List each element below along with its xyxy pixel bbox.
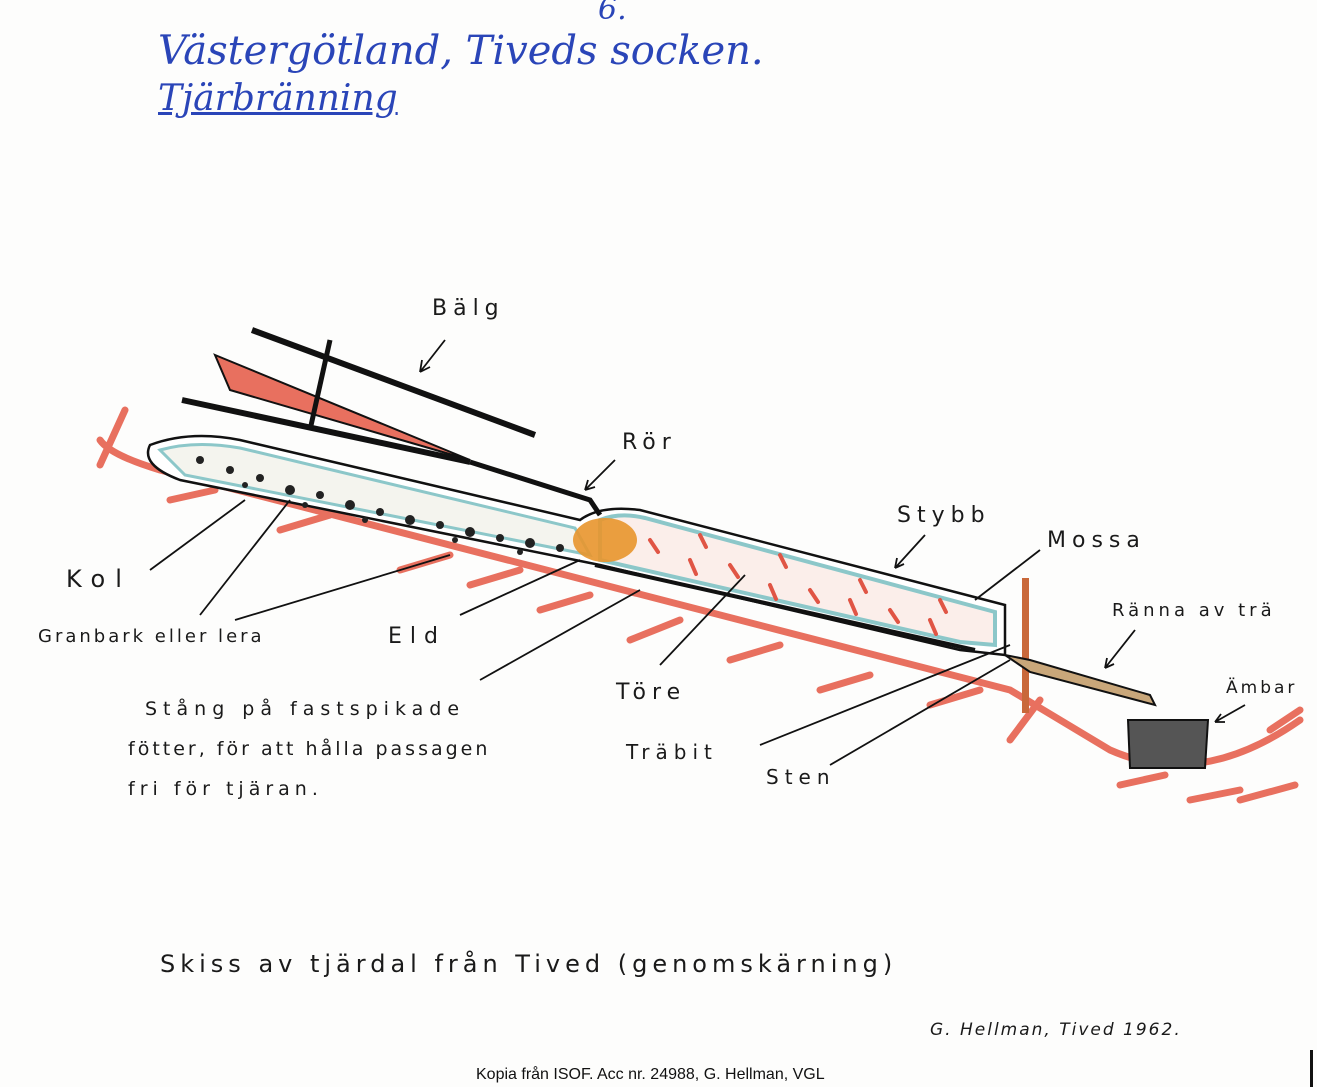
- caption: Skiss av tjärdal från Tived (genomskärni…: [160, 950, 898, 978]
- label-tore: Töre: [616, 680, 687, 705]
- scan-edge: [1310, 1050, 1313, 1087]
- location-heading: Västergötland, Tiveds socken.: [158, 28, 764, 74]
- label-kol: Kol: [66, 565, 132, 593]
- label-ambar: Ämbar: [1226, 678, 1298, 698]
- note-line-1: Stång på fastspikade: [145, 698, 466, 720]
- label-granbark: Granbark eller lera: [38, 626, 265, 647]
- label-mossa: Mossa: [1047, 528, 1146, 553]
- signature: G. Hellman, Tived 1962.: [930, 1020, 1182, 1040]
- label-ranna: Ränna av trä: [1112, 600, 1276, 621]
- label-sten: Sten: [766, 765, 836, 789]
- page-number: 6.: [598, 0, 627, 27]
- label-balg: Bälg: [432, 296, 505, 321]
- label-ror: Rör: [622, 430, 677, 455]
- chute: [1004, 654, 1157, 707]
- label-trabit: Träbit: [626, 740, 718, 764]
- note-line-3: fri för tjäran.: [128, 778, 323, 800]
- ground: [96, 406, 1304, 804]
- subject-heading: Tjärbränning: [158, 78, 398, 119]
- bucket: [1126, 719, 1210, 769]
- bellows: [181, 327, 603, 517]
- leader-arrows: [149, 339, 1246, 766]
- note-line-2: fötter, för att hålla passagen: [128, 738, 491, 760]
- kiln-body: [146, 434, 1007, 657]
- label-stybb: Stybb: [897, 503, 991, 528]
- label-eld: Eld: [388, 624, 446, 649]
- post: [1022, 578, 1029, 713]
- archive-footer: Kopia från ISOF. Acc nr. 24988, G. Hellm…: [476, 1066, 825, 1083]
